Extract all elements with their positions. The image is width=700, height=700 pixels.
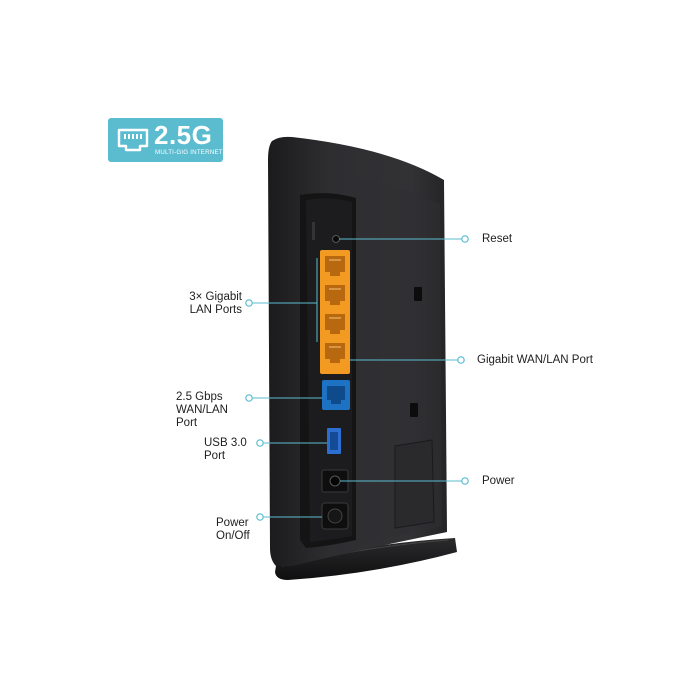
vent-slot (410, 403, 418, 417)
badge-subtitle: MULTI-GIG INTERNET (155, 149, 223, 156)
vent-slot (414, 287, 422, 301)
multigig-port-label-line3: Port (176, 417, 198, 429)
usb-port (327, 428, 341, 454)
ethernet-port-icon (117, 128, 149, 152)
usb-port-label-line1: USB 3.0 (204, 437, 247, 449)
power-switch (321, 502, 349, 530)
power-switch-label: Power On/Off (216, 517, 250, 543)
wan-lan-port-label: Gigabit WAN/LAN Port (477, 354, 593, 366)
power-switch-label-line2: On/Off (216, 530, 250, 542)
callout-lines (245, 235, 469, 521)
multigig-port-label-line2: WAN/LAN (176, 404, 228, 416)
power-switch-label-line1: Power (216, 517, 249, 529)
reset-button-hole (332, 235, 340, 243)
lan-ports-label: 3× Gigabit LAN Ports (189, 291, 242, 317)
usb-port-label: USB 3.0 Port (204, 437, 247, 463)
gigabit-ports (316, 250, 350, 374)
lan-ports-label-line2: LAN Ports (189, 304, 242, 316)
reset-label: Reset (482, 233, 513, 245)
router-body (268, 136, 447, 567)
multi-gig-badge: 2.5G MULTI-GIG INTERNET (108, 118, 223, 162)
multigig-port (322, 380, 350, 410)
lan-ports-label-line1: 3× Gigabit (189, 291, 242, 303)
power-label: Power (482, 475, 515, 487)
multigig-port-label-line1: 2.5 Gbps (176, 391, 223, 403)
badge-speed: 2.5G (154, 120, 213, 150)
usb-port-label-line2: Port (204, 450, 226, 462)
multigig-port-label: 2.5 Gbps WAN/LAN Port (176, 391, 228, 430)
